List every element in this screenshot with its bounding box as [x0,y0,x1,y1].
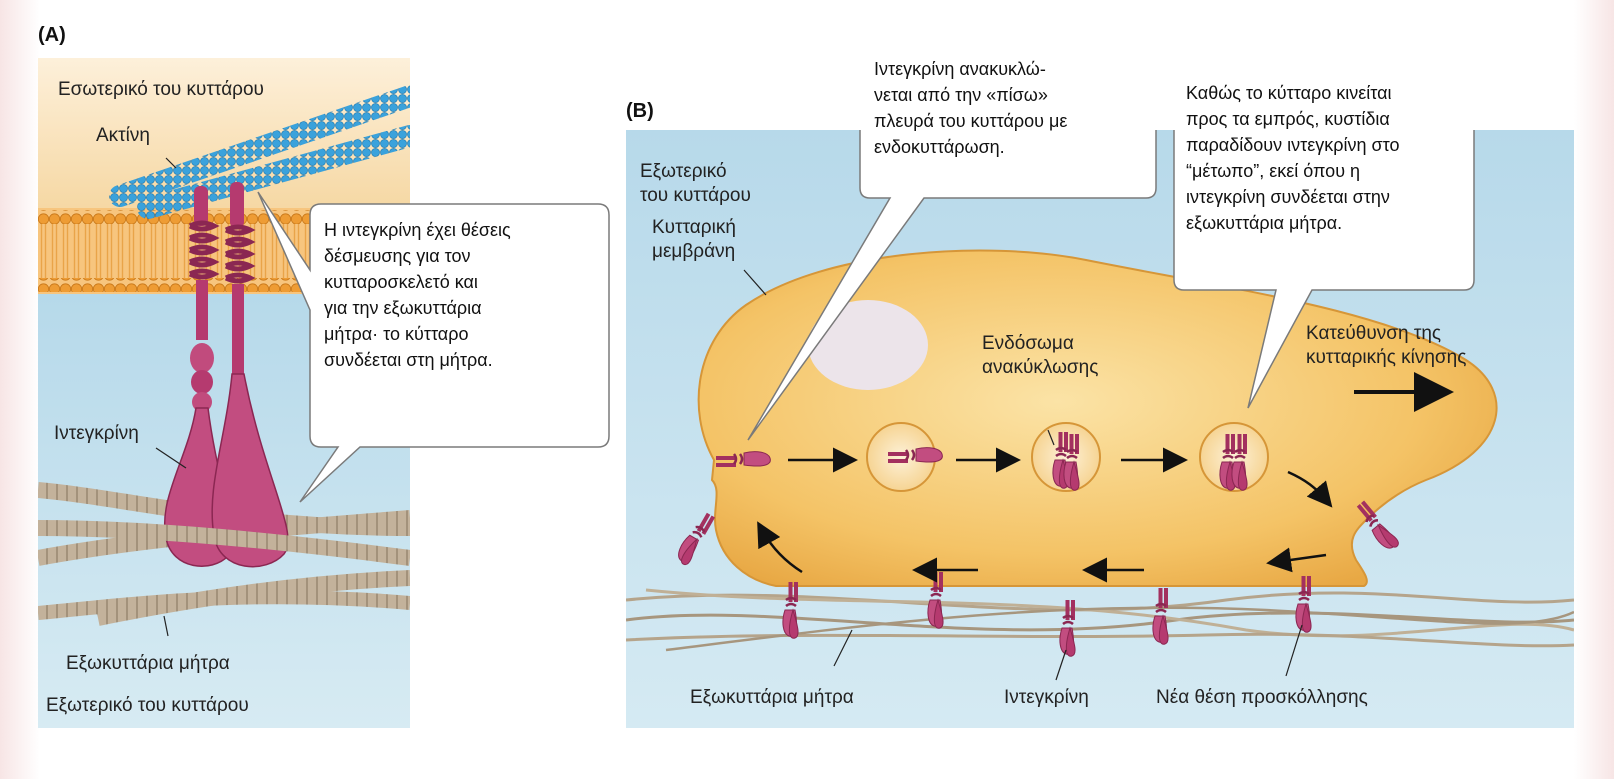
label-cell-exterior-a: Εξωτερικό του κυττάρου [46,694,249,718]
label-integrin-b: Ιντεγκρίνη [1004,686,1089,710]
label-cell-exterior-b: Εξωτερικό του κυττάρου [640,160,751,208]
label-ecm-b: Εξωκυττάρια μήτρα [690,686,854,710]
label-new-adhesion-site: Νέα θέση προσκόλλησης [1156,686,1368,710]
label-movement-direction: Κατεύθυνση της κυτταρικής κίνησης [1306,322,1466,370]
label-ecm-a: Εξωκυττάρια μήτρα [66,652,230,676]
callout-a-text: Η ιντεγκρίνη έχει θέσεις δέσμευσης για τ… [324,217,604,374]
label-integrin-a: Ιντεγκρίνη [54,422,139,446]
callout-b-right-text: Καθώς το κύτταρο κινείται προς τα εμπρός… [1186,80,1478,237]
callout-b-left-text: Ιντεγκρίνη ανακυκλώ- νεται από την «πίσω… [874,56,1160,160]
label-recycling-endosome: Ενδόσωμα ανακύκλωσης [982,332,1098,380]
panel-a-label: (A) [38,24,66,47]
label-actin: Ακτίνη [96,124,150,148]
panel-b-label: (B) [626,100,654,123]
label-cell-interior-a: Εσωτερικό του κυττάρου [58,78,264,102]
label-cell-membrane: Κυτταρική μεμβράνη [652,216,736,264]
